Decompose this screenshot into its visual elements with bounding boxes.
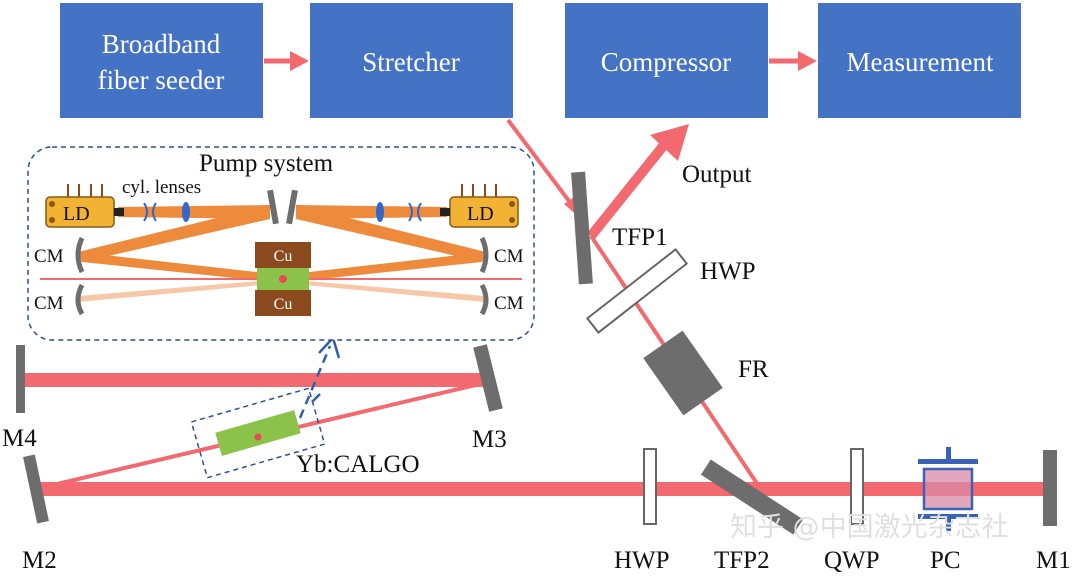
cu-block-top [255,242,311,268]
cm-label-left-top: CM [34,246,64,267]
cyl-lens-right-1 [376,202,384,222]
cyl-lens-left-1 [143,202,157,222]
cm-mirror-left-bottom [75,283,85,316]
arrow-head-compressor [798,51,817,71]
yb-calgo-crystal [215,410,301,456]
watermark-text: 知乎 @中国激光杂志社 [730,512,1009,543]
ld-left-screw-2 [49,217,55,223]
hwp-lower-plate [643,448,657,525]
beam-output-arrowhead [650,124,689,161]
label-m3: M3 [472,426,507,453]
cyl-lens-right-2 [408,202,422,222]
beam-cavity-upper [24,373,484,387]
measurement-block [818,3,1021,118]
ld-right-connector [440,208,450,216]
pump-beam-right-diag [296,205,486,262]
pockels-cell-top-stem [946,447,951,461]
crystal-beam-spot [254,433,262,441]
zoom-dashed-arrow [298,345,332,419]
pockels-cell-bottom-electrode [918,514,978,519]
cm-mirror-right-top [479,236,489,274]
cm-label-left-bottom: CM [34,293,64,314]
cyl-lenses-label: cyl. lenses [122,177,201,198]
pump-beam-left-diag [78,205,270,262]
seeder-label-line1: Broadband [102,29,221,59]
label-m1: M1 [1036,547,1071,574]
compressor-label: Compressor [601,47,732,77]
pockels-cell-crystal [922,467,974,511]
pockels-cell-top-electrode [918,459,978,464]
cu-block-bottom [255,290,311,316]
cyl-lens-left-2 [182,202,190,222]
zoom-arrow-tick [311,393,321,403]
beam-cavity-lower [36,482,1048,496]
ld-right-screw-2 [509,217,515,223]
arrow-head-seeder [290,51,309,71]
cm-label-right-top: CM [494,246,524,267]
mirror-m4 [16,345,25,413]
pump-fold-mirror-left [267,189,279,225]
pump-fold-mirror-right [286,189,298,225]
cm-mirror-right-bottom [479,283,489,316]
pump-light-left [78,279,283,302]
pump-beam-left-to-crystal [78,252,283,283]
ld-right-label: LD [467,203,494,225]
label-yb-calgo: Yb:CALGO [296,451,420,478]
ld-left-screw-1 [49,201,55,207]
stretcher-block [310,3,513,118]
qwp-plate [850,448,864,525]
label-m4: M4 [2,425,37,452]
label-qwp: QWP [824,547,880,574]
label-pc: PC [930,547,961,574]
pump-inset-beam-spot [279,275,287,283]
pump-beam-right-to-crystal [283,252,486,283]
label-fr: FR [738,356,769,383]
label-output: Output [682,161,752,188]
beam-output [587,141,668,240]
ld-right-screw-1 [509,201,515,207]
label-tfp2: TFP2 [714,547,770,574]
label-m2: M2 [22,547,57,574]
seeder-block [60,3,263,118]
ld-left-connector [114,208,124,216]
label-tfp1: TFP1 [612,224,668,251]
tfp1-plate [571,171,593,285]
seeder-label-line2: fiber seeder [98,65,225,95]
mirror-m1 [1043,450,1057,526]
tfp2-plate [700,459,804,535]
pump-light-right [283,279,485,302]
label-hwp-lower: HWP [614,547,670,574]
cm-mirror-left-top [75,236,85,274]
pockels-cell-bottom-stem [946,517,951,531]
measurement-label: Measurement [847,47,994,77]
label-hwp-upper: HWP [700,258,756,285]
pump-system-title: Pump system [199,150,334,177]
beam-stretcher-to-tfp1 [506,118,574,207]
faraday-rotator [643,330,723,416]
ld-left-label: LD [63,203,90,225]
mirror-m2 [23,454,49,524]
cu-label-top: Cu [274,248,293,265]
stretcher-label: Stretcher [362,47,459,77]
mirror-m3 [473,344,503,412]
compressor-block [565,3,768,118]
cm-label-right-bottom: CM [494,293,524,314]
cu-label-bottom: Cu [274,296,293,313]
hwp-upper-plate [585,248,689,334]
